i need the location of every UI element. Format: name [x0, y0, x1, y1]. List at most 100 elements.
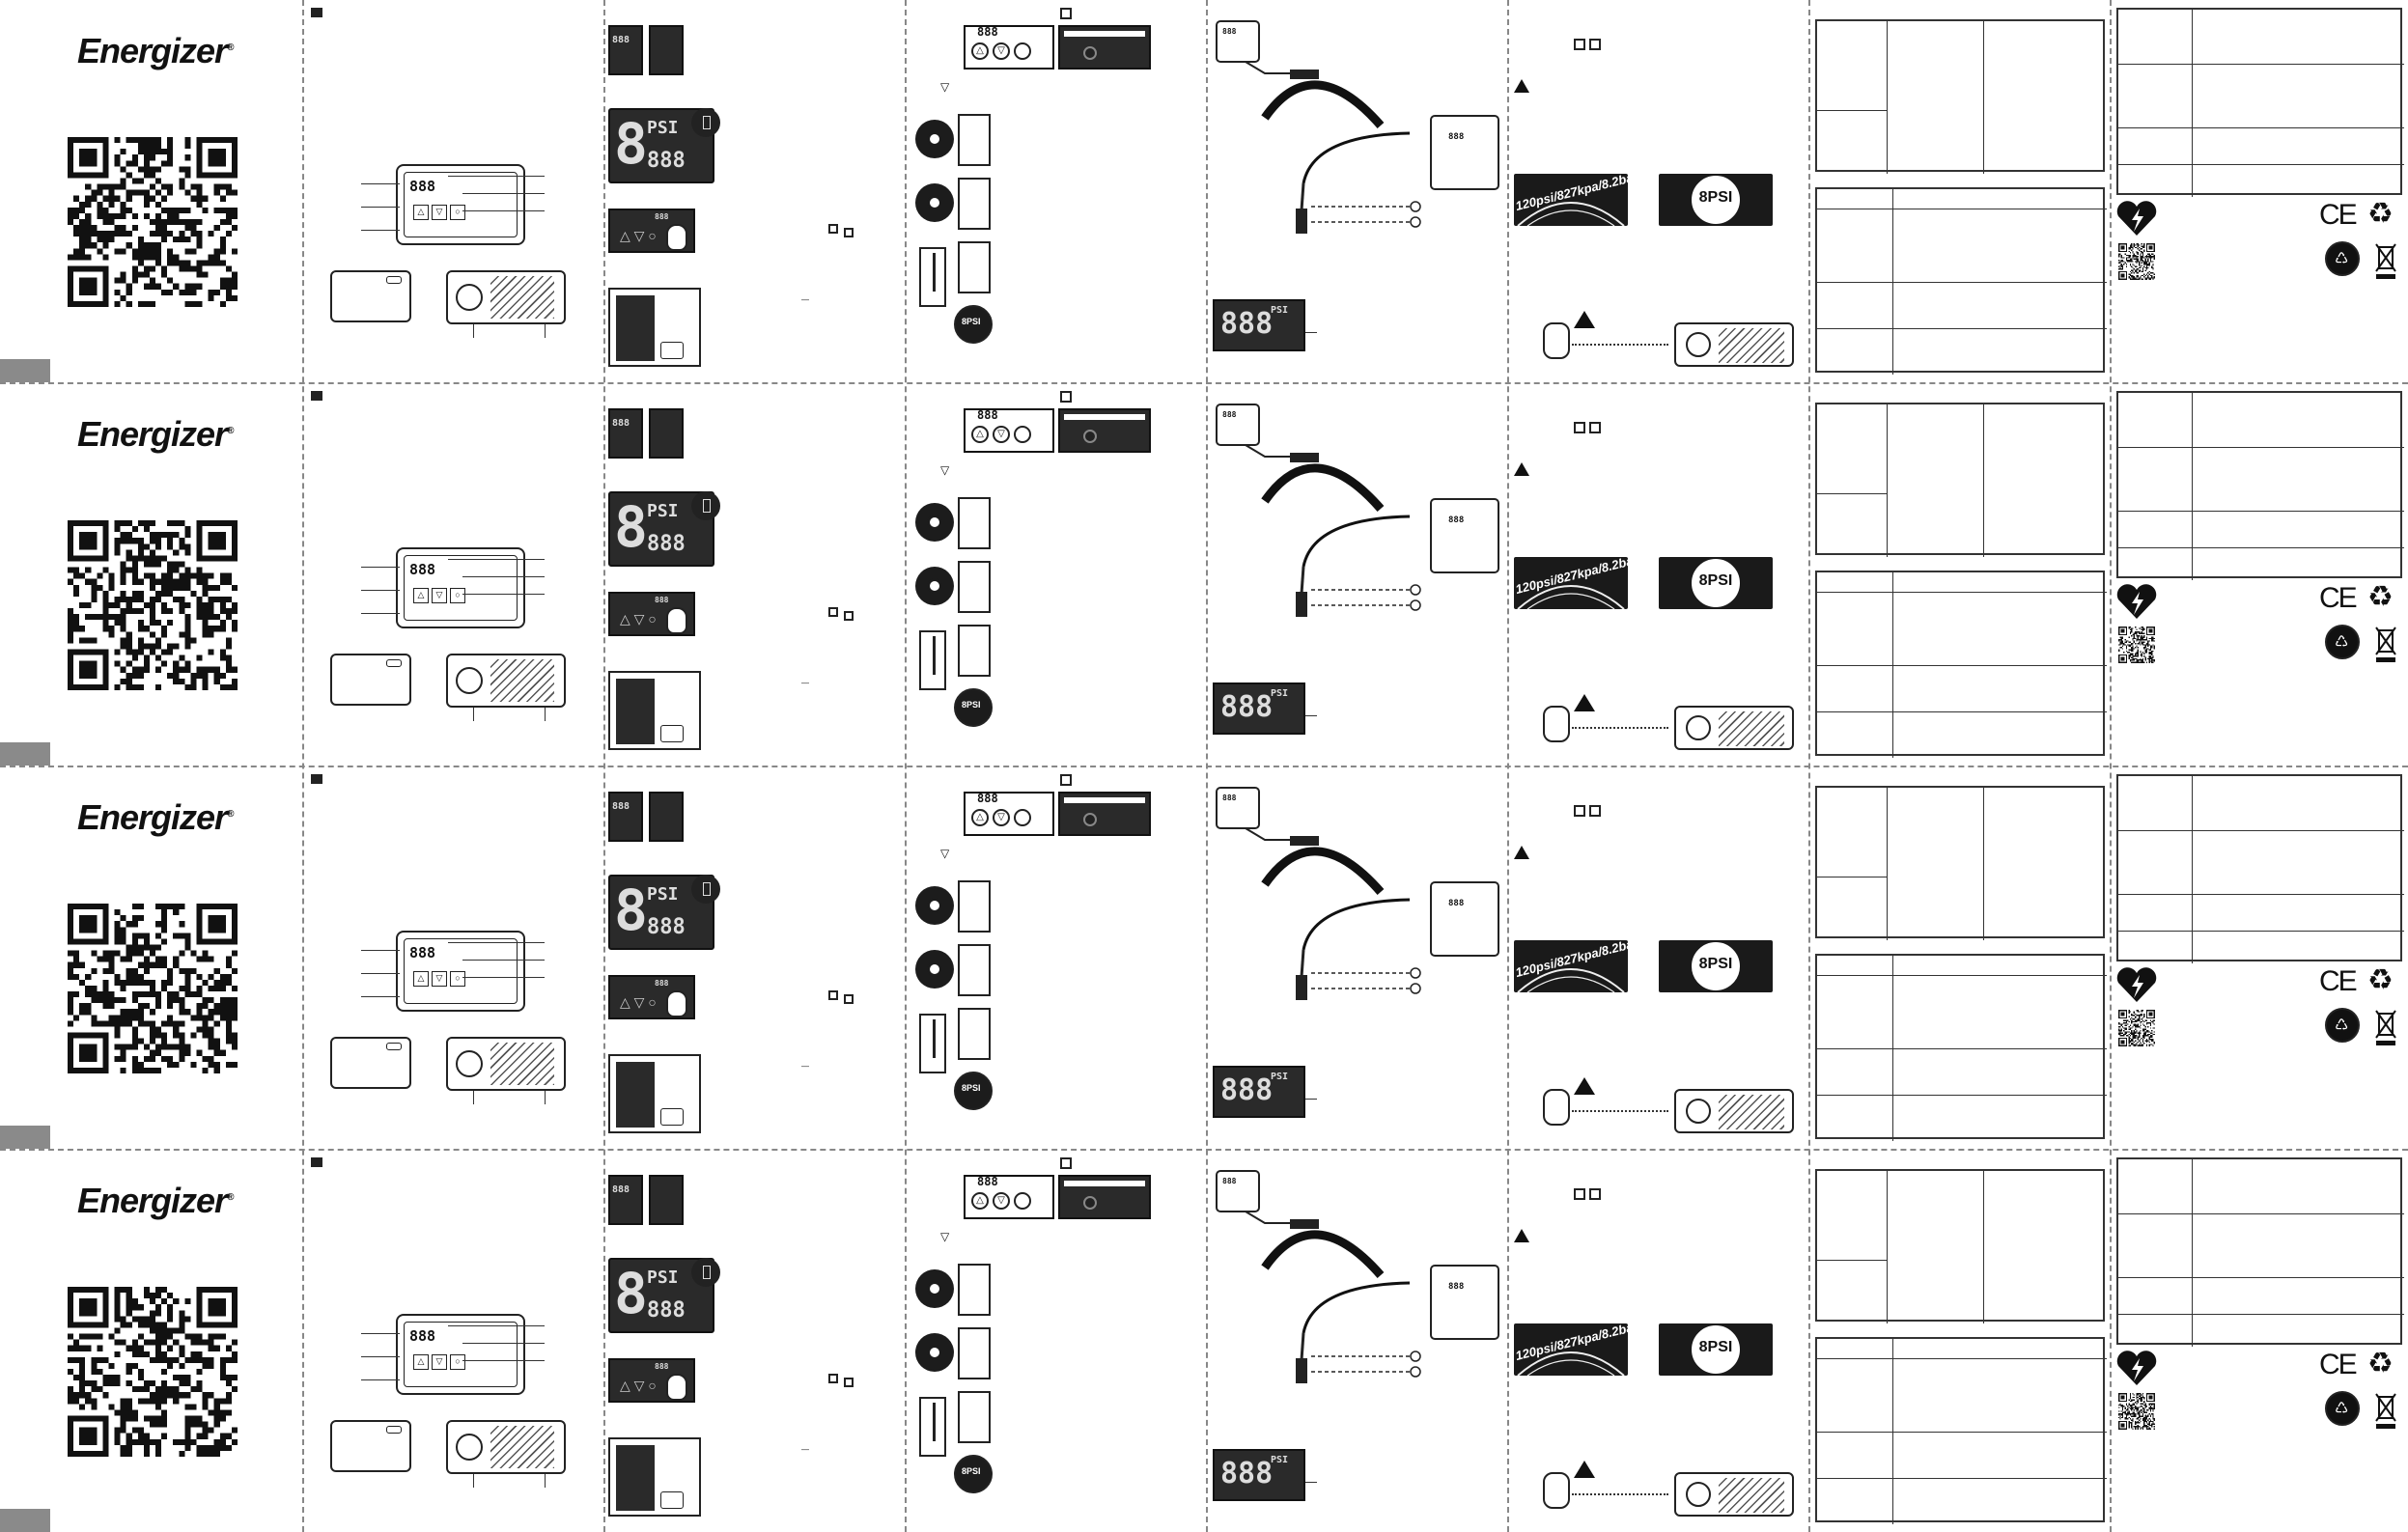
device-dark-view	[1058, 1175, 1151, 1219]
pressure-digits: 888	[647, 1298, 686, 1323]
tire-spec-graphic: 120psi/827kpa/8.2bar	[1514, 557, 1628, 609]
feature-table	[1815, 571, 2107, 758]
product-overview-panel: 888 △ ▽ ○	[303, 383, 602, 766]
up-arrow-icon: △	[413, 588, 429, 603]
nozzle-port-icon	[1686, 1482, 1711, 1507]
display-flash-state: 888	[608, 1175, 643, 1225]
battery-icon	[691, 108, 720, 137]
vent-grille	[490, 659, 554, 702]
key-icon	[828, 990, 838, 1000]
warning-icon	[1514, 846, 1529, 859]
bottom-display: 888 PSI	[1213, 1066, 1305, 1118]
bike-mode-icon	[915, 567, 954, 605]
spec-table	[1815, 403, 2105, 557]
mini-display-digits: 888	[1448, 132, 1465, 142]
certification-panel: CE ♻ ♺	[2111, 1150, 2408, 1532]
pointing-hand-icon	[666, 224, 687, 251]
section-marker	[311, 774, 322, 784]
device-back-outline	[1674, 322, 1794, 367]
manual-row: Energizer® 888 △ ▽ ○	[0, 0, 2408, 382]
certification-panel: CE ♻ ♺	[2111, 0, 2408, 382]
brand-logo: Energizer®	[77, 414, 235, 454]
specs-panel	[1809, 1150, 2109, 1532]
device-back-outline	[446, 270, 566, 324]
power-icon: ○	[450, 1354, 465, 1370]
main-display: 8 PSI 888	[608, 875, 714, 950]
bike-mode-icon	[915, 950, 954, 989]
hose-diagram	[1216, 404, 1499, 617]
ball-valve-icon	[1543, 1089, 1570, 1126]
qr-code	[2118, 1393, 2155, 1430]
nozzle-adapter-icon	[958, 178, 991, 230]
ball-needle-icon	[919, 247, 946, 307]
certification-panel: CE ♻ ♺	[2111, 383, 2408, 766]
recycle-icon: ♻	[2367, 964, 2394, 996]
cut-line	[0, 382, 2408, 384]
device-side-outline	[330, 1037, 411, 1089]
display-modes-panel: 888 8 PSI 888 △ ▽ ○ 888 —	[604, 0, 904, 382]
power-icon	[1014, 809, 1031, 826]
recycle-icon: ♻	[2367, 198, 2394, 230]
down-arrow-icon: ▽	[993, 809, 1010, 826]
ce-mark: CE	[2319, 582, 2358, 614]
bottom-display-digits: 888	[1220, 1073, 1274, 1107]
warranty-table	[2116, 391, 2404, 580]
bike-mode-icon	[915, 1333, 954, 1372]
nozzle-adapter-icon	[958, 1327, 991, 1379]
spec-table	[1815, 19, 2105, 174]
feature-table	[1815, 187, 2107, 375]
weee-bin-icon	[2375, 243, 2396, 279]
nozzle-adapter-icon	[958, 1264, 991, 1316]
device-dark-view	[1058, 25, 1151, 70]
qr-code	[68, 1287, 238, 1457]
car-mode-icon	[915, 120, 954, 158]
lock-icon	[1060, 391, 1072, 403]
tire-spec-graphic: 120psi/827kpa/8.2bar	[1514, 1323, 1628, 1376]
heart-bolt-icon	[2116, 584, 2157, 619]
up-arrow-icon: △	[413, 1354, 429, 1370]
control-buttons: △ ▽ 888	[964, 792, 1054, 836]
key-icon	[828, 607, 838, 617]
usb-plug-icon	[660, 342, 684, 359]
weee-bin-icon	[2375, 1393, 2396, 1429]
display-modes-panel: 888 8 PSI 888 △ ▽ ○ 888 —	[604, 1150, 904, 1532]
cover-panel: Energizer®	[0, 0, 301, 382]
key-icon	[1589, 1188, 1601, 1200]
tire-psi-graphic: 8PSI	[1659, 1323, 1773, 1376]
down-arrow-icon: ▽	[432, 205, 447, 220]
qr-code	[68, 904, 238, 1073]
specs-panel	[1809, 383, 2109, 766]
section-marker	[311, 8, 322, 17]
bike-mode-icon	[915, 183, 954, 222]
device-dark-view	[1058, 408, 1151, 453]
tire-psi-graphic: 8PSI	[1659, 940, 1773, 992]
mini-display-digits: 888	[1222, 794, 1237, 802]
key-icon	[844, 1378, 854, 1387]
device-dark-view	[1058, 792, 1151, 836]
specs-panel	[1809, 766, 2109, 1149]
heart-bolt-icon	[2116, 967, 2157, 1002]
ce-mark: CE	[2319, 199, 2358, 231]
product-overview-panel: 888 △ ▽ ○	[303, 0, 602, 382]
display-flash-state: 888	[608, 792, 643, 842]
hot-surface-icon	[1574, 1077, 1595, 1095]
charging-panel	[608, 288, 701, 367]
ball-needle-icon	[919, 1014, 946, 1073]
qr-code	[68, 137, 238, 307]
tidyman-icon: ♺	[2325, 1391, 2360, 1426]
big-digit: 8	[614, 494, 648, 560]
up-arrow-icon: △	[971, 426, 989, 443]
bottom-display-digits: 888	[1220, 307, 1274, 341]
psi-preset-label: 8PSI	[1698, 1339, 1733, 1355]
bottom-display-digits: 888	[1220, 690, 1274, 724]
ball-needle-icon	[919, 630, 946, 690]
dash-mark: —	[801, 1062, 809, 1071]
spec-table	[1815, 1169, 2105, 1323]
recycle-icon: ♻	[2367, 1348, 2394, 1379]
device-back-outline	[1674, 706, 1794, 750]
psi-preset-icon: 8PSI	[954, 305, 993, 344]
usb-plug-icon	[660, 1491, 684, 1509]
device-front-outline: 888 △ ▽ ○	[396, 547, 525, 628]
presets-panel: △ ▽ 888 ▽ 8PSI	[906, 383, 1205, 766]
mini-buttons: △ ▽ ○	[413, 205, 465, 220]
